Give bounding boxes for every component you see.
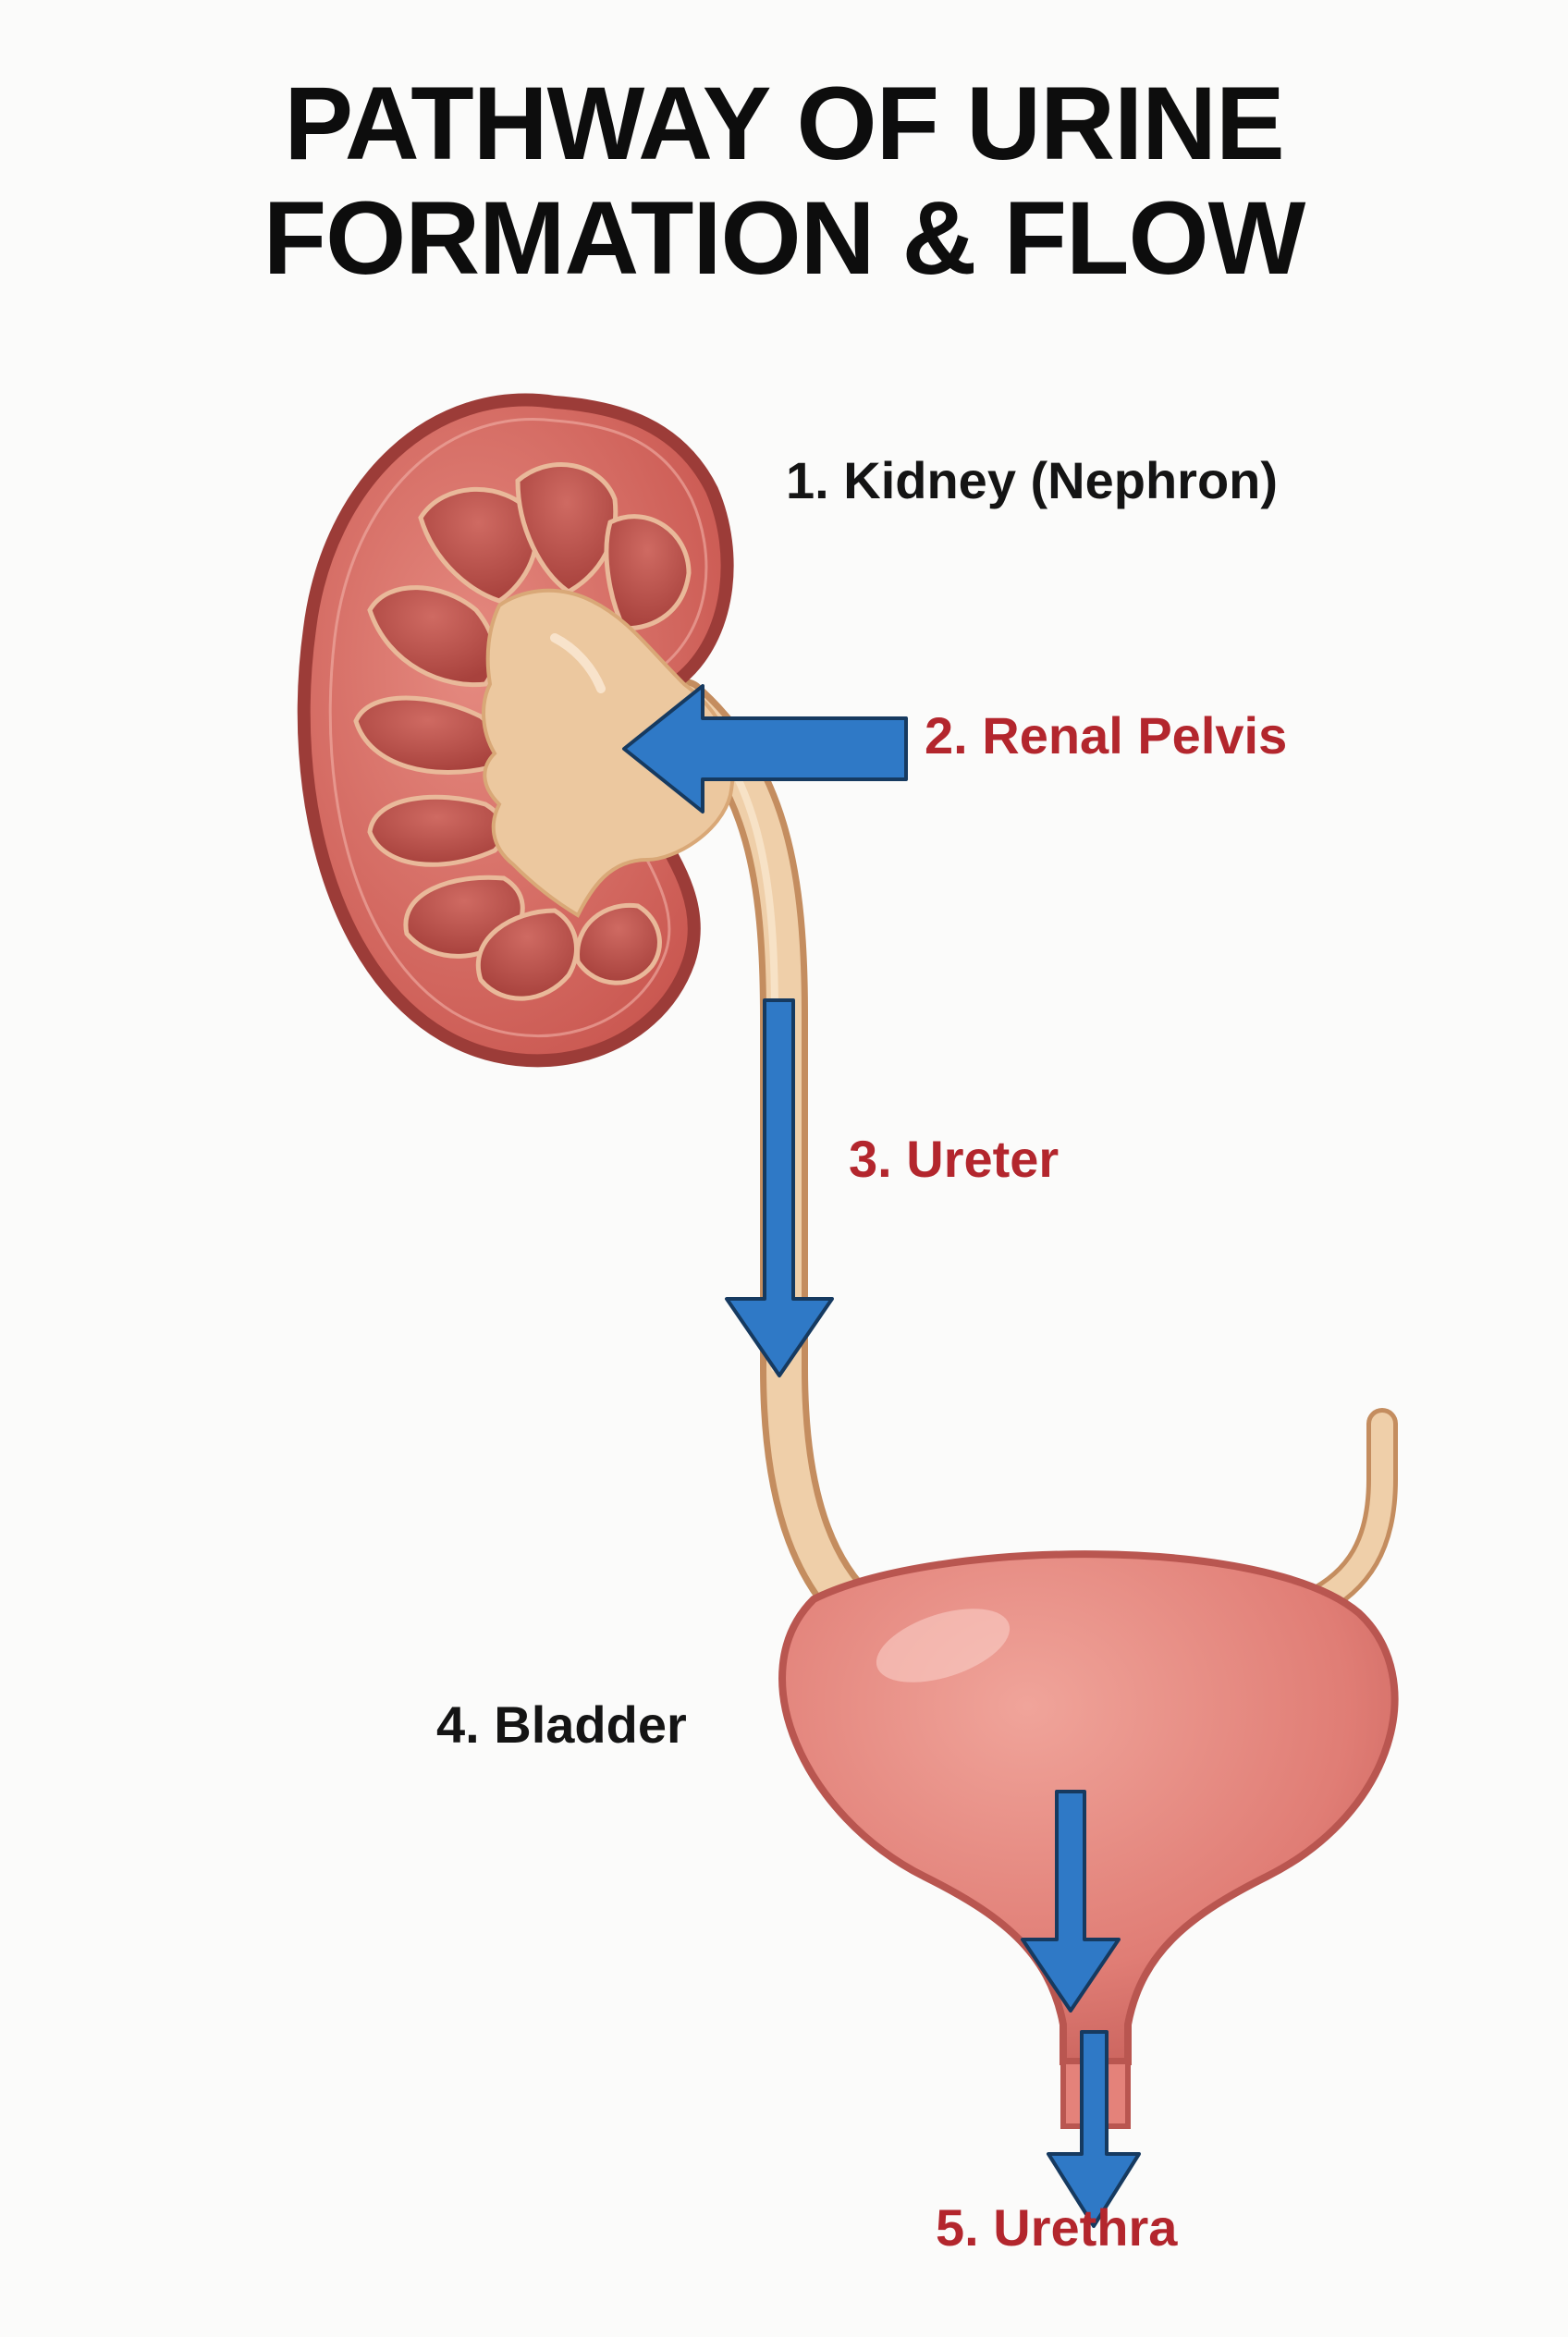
right-ureter-tube [1313,1424,1382,1604]
label-renal-pelvis: 2. Renal Pelvis [925,706,1287,765]
label-bladder: 4. Bladder [436,1695,687,1755]
label-urethra: 5. Urethra [936,2198,1177,2257]
label-kidney: 1. Kidney (Nephron) [786,451,1278,510]
ureter-arrow [727,1000,832,1376]
label-ureter: 3. Ureter [849,1130,1059,1189]
flow-arrows [624,686,1139,2226]
